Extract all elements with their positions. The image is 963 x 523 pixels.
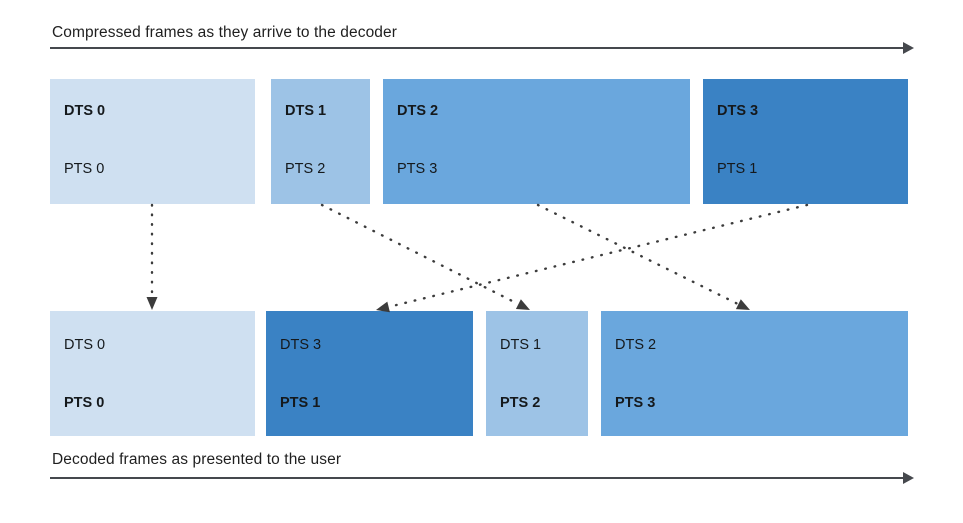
decoded-pts-label: PTS 2: [500, 395, 541, 411]
compressed-frame: DTS 3 PTS 1: [703, 79, 908, 204]
decoded-pts-label: PTS 3: [615, 395, 656, 411]
dts1-to-pts2-line: [320, 203, 520, 306]
compressed-dts-label: DTS 0: [64, 103, 106, 119]
decoded-dts-label: DTS 0: [64, 337, 106, 353]
decoded-frame: DTS 2 PTS 3: [601, 311, 908, 436]
decoded-frame: DTS 1 PTS 2: [486, 311, 588, 436]
decoded-pts-label: PTS 1: [280, 395, 321, 411]
bottom-caption: Decoded frames as presented to the user: [52, 451, 342, 468]
bottom-timeline-axis: [50, 477, 908, 479]
compressed-dts-label: DTS 1: [285, 103, 327, 119]
compressed-dts-label: DTS 2: [397, 103, 439, 119]
compressed-frame: DTS 0 PTS 0: [50, 79, 255, 204]
compressed-frame: DTS 2 PTS 3: [383, 79, 690, 204]
bottom-timeline-arrowhead-icon: [903, 472, 914, 484]
compressed-dts-label: DTS 3: [717, 103, 759, 119]
decoded-dts-label: DTS 3: [280, 337, 322, 353]
compressed-pts-label: PTS 2: [285, 161, 326, 177]
top-caption: Compressed frames as they arrive to the …: [52, 24, 397, 41]
compressed-pts-label: PTS 3: [397, 161, 438, 177]
decoded-dts-label: DTS 2: [615, 337, 657, 353]
dts2-to-pts3-line: [536, 203, 740, 306]
compressed-pts-label: PTS 1: [717, 161, 758, 177]
decoded-frame: DTS 3 PTS 1: [266, 311, 473, 436]
dts0-to-pts0-arrowhead-icon: [146, 297, 158, 310]
dts1-to-pts2-arrowhead-icon: [515, 299, 530, 310]
decoded-pts-label: PTS 0: [64, 395, 105, 411]
dts2-to-pts3-arrowhead-icon: [735, 299, 750, 310]
decoded-frame: DTS 0 PTS 0: [50, 311, 255, 436]
top-timeline-arrowhead-icon: [903, 42, 914, 54]
decoded-dts-label: DTS 1: [500, 337, 542, 353]
compressed-frame: DTS 1 PTS 2: [271, 79, 370, 204]
top-timeline-axis: [50, 47, 908, 49]
compressed-pts-label: PTS 0: [64, 161, 105, 177]
dts3-to-pts1-line: [387, 203, 809, 309]
